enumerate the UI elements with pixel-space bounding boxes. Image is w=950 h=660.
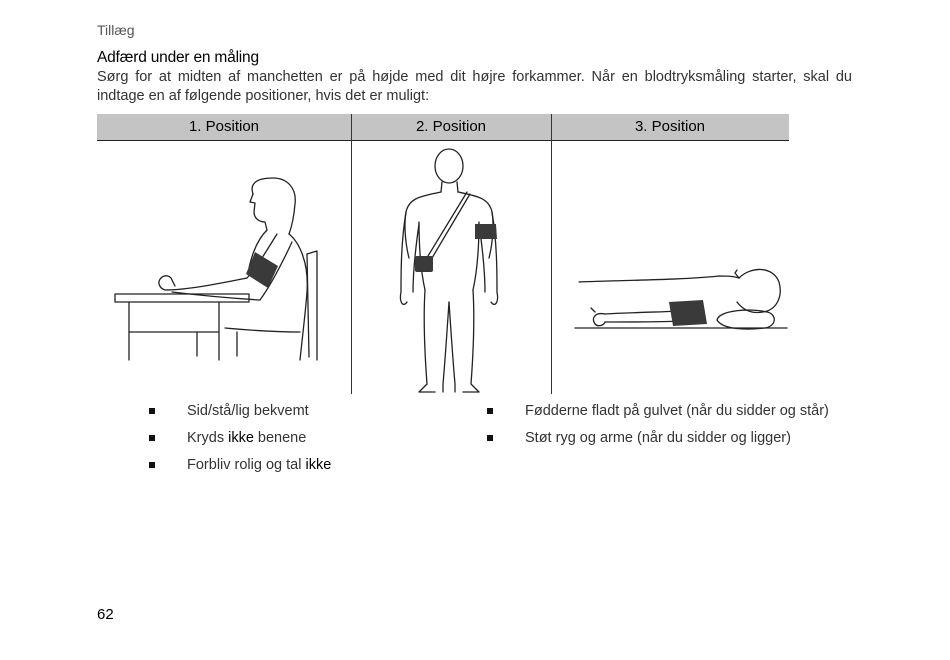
intro-paragraph: Sørg for at midten af manchetten er på h… [97, 69, 852, 104]
bullet-square-icon [487, 435, 493, 441]
emphasis-text: ikke [305, 457, 332, 473]
lying-position-illustration [574, 268, 788, 330]
column-title-position-1: 1. Position [188, 118, 260, 135]
bullet-square-icon [149, 408, 155, 414]
bullet-square-icon [149, 435, 155, 441]
positions-table: 1. Position 2. Position 3. Position [97, 114, 789, 394]
column-divider [551, 114, 552, 394]
seated-position-illustration [114, 177, 318, 361]
bullet-square-icon [487, 408, 493, 414]
column-divider [351, 114, 352, 394]
page-heading: Adfærd under en måling [97, 49, 259, 66]
page-number: 62 [97, 606, 114, 623]
column-title-position-2: 2. Position [415, 118, 487, 135]
table-header-row: 1. Position 2. Position 3. Position [97, 114, 789, 141]
section-header: Tillæg [97, 22, 135, 38]
column-title-position-3: 3. Position [634, 118, 706, 135]
bullet-square-icon [149, 462, 155, 468]
standing-position-illustration [399, 148, 499, 393]
emphasis-text: ikke [228, 430, 254, 446]
